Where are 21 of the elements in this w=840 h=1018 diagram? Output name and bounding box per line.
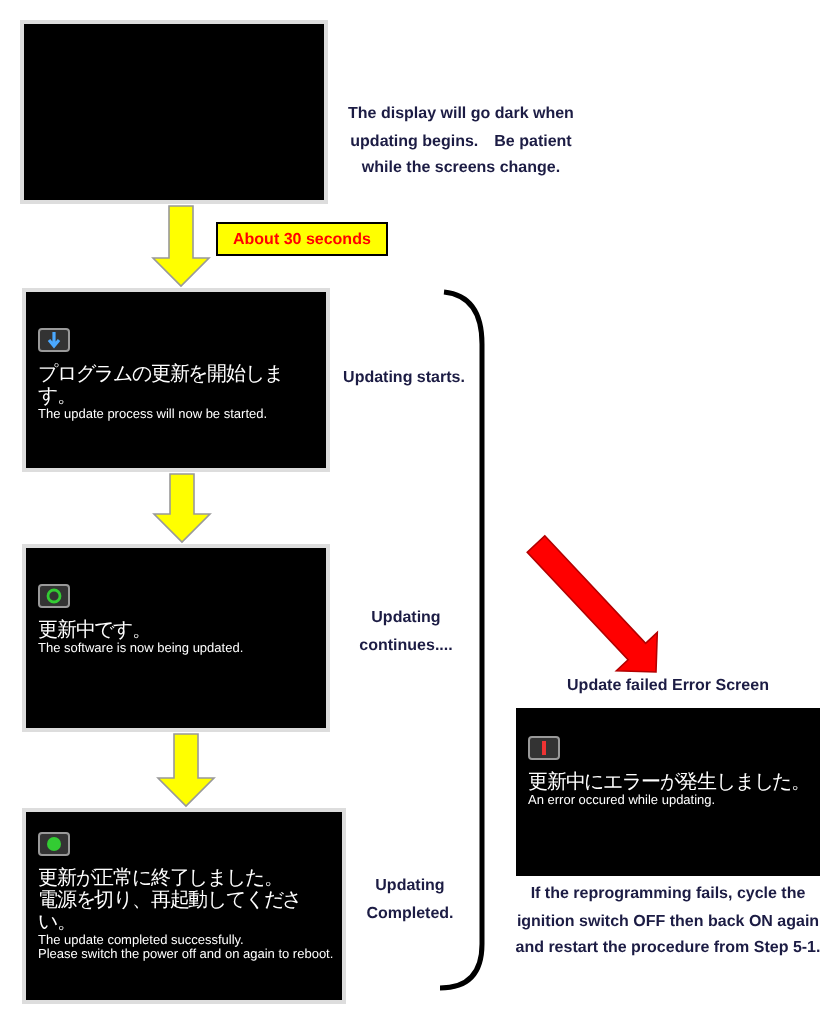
node-label: Updating Completed. (364, 874, 456, 926)
screen-message: 更新中です。 (38, 620, 153, 642)
screen-message: プログラムの更新を開始します。 (38, 364, 285, 408)
error-screen (516, 676, 820, 876)
display-screen (26, 292, 326, 468)
display-screen (26, 812, 342, 1000)
block-arrow (526, 534, 659, 673)
node-label: The display will go dark when updating begins. Be patient while the screens change. (346, 102, 576, 181)
node-label: Updating starts. (341, 366, 467, 390)
node-label: Updating continues.... (357, 606, 455, 658)
screen-message: 電源を切り、再起動してください。 (38, 890, 304, 934)
edge-label: About 30 seconds (215, 222, 389, 256)
block-arrow (151, 205, 211, 288)
node-label: If the reprogramming fails, cycle the ignition switch OFF then back ON again and restart the procedure from Step 5-1. (513, 882, 823, 961)
dark-display-screen (24, 24, 324, 200)
block-arrow (156, 733, 216, 808)
screen-heading: Update failed Error Screen (565, 676, 771, 694)
screen-message: 更新が正常に終了しました。 (38, 868, 285, 890)
display-screen (26, 548, 326, 728)
screen-message: 更新中にエラーが発生しました。 (528, 772, 812, 794)
block-arrow (152, 473, 212, 544)
